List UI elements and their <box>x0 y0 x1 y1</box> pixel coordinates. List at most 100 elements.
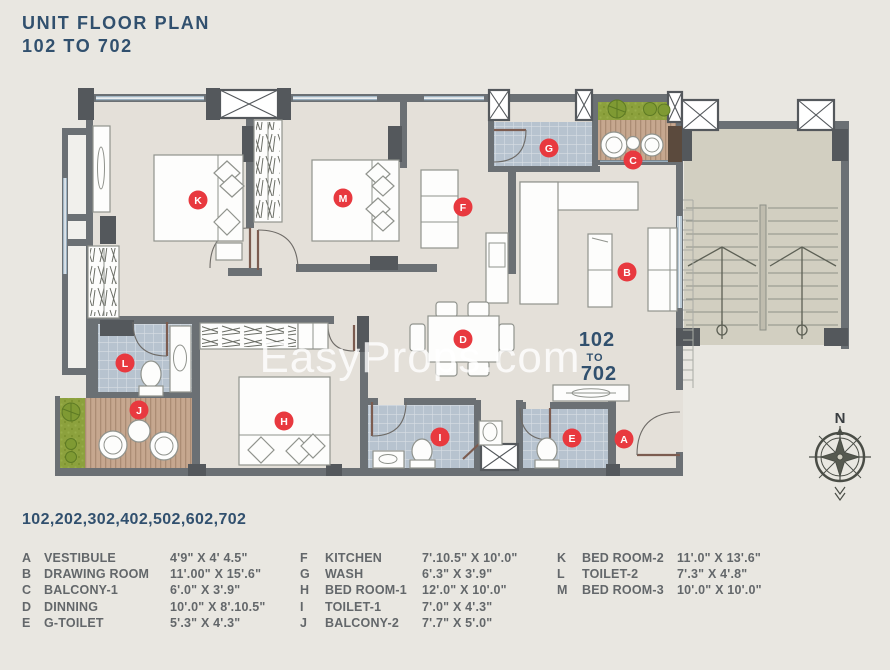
duct-box <box>487 88 511 122</box>
duct-box <box>574 88 594 122</box>
unit-number-bottom: 702 <box>581 363 617 385</box>
svg-text:J: J <box>136 405 142 417</box>
legend-row: D DINNING 10'.0" X 8'.10.5" <box>22 599 266 615</box>
wardrobe <box>199 322 329 350</box>
legend-key: C <box>22 583 32 598</box>
svg-text:K: K <box>194 195 202 207</box>
north-label: N <box>835 410 846 427</box>
duct-boxes <box>218 88 836 472</box>
legend-row: M BED ROOM-3 10'.0" X 10'.0" <box>557 582 762 598</box>
legend-key: J <box>300 615 308 630</box>
legend-room-name: WASH <box>325 567 364 582</box>
room-marker-drawing-room: B <box>617 262 637 282</box>
duct-box <box>796 98 836 132</box>
legend-room-size: 11'.00" X 15'.6" <box>170 567 262 582</box>
title-line1: UNIT FLOOR PLAN <box>22 13 210 33</box>
page-title: UNIT FLOOR PLAN 102 TO 702 <box>22 12 210 58</box>
legend-room-size: 12'.0" X 10'.0" <box>422 583 507 598</box>
gtoilet-fixtures <box>534 437 560 469</box>
legend-room-size: 10'.0" X 10'.0" <box>677 583 762 598</box>
legend-row: H BED ROOM-1 12'.0" X 10'.0" <box>300 582 518 598</box>
compass-rose: N <box>809 410 871 502</box>
legend-room-size: 6'.3" X 3'.9" <box>422 567 493 582</box>
legend-room-size: 7'.3" X 4'.8" <box>677 567 748 582</box>
legend-room-name: BED ROOM-3 <box>582 583 664 598</box>
room-marker-bedroom2: K <box>188 190 208 210</box>
svg-text:M: M <box>339 193 348 205</box>
unit-number-mid: TO <box>586 352 603 364</box>
legend-row: I TOILET-1 7'.0" X 4'.3" <box>300 599 518 615</box>
legend-room-name: BED ROOM-1 <box>325 583 407 598</box>
legend-key: I <box>300 599 304 614</box>
title-line2: 102 TO 702 <box>22 36 133 56</box>
legend-key: M <box>557 583 568 598</box>
balcony2-furniture <box>61 402 179 463</box>
svg-text:D: D <box>459 334 467 346</box>
legend-key: H <box>300 583 310 598</box>
duct-box <box>462 442 520 472</box>
drawing-room-furniture <box>519 181 678 312</box>
duct-box <box>218 88 280 120</box>
left-bay <box>68 135 86 368</box>
room-markers: A B C D E F G H I J K L M <box>115 138 643 449</box>
room-marker-toilet1: I <box>430 427 450 447</box>
legend-room-name: DINNING <box>44 599 99 614</box>
room-marker-kitchen: F <box>453 197 473 217</box>
dresser <box>92 125 111 213</box>
legend-key: D <box>22 599 32 614</box>
room-marker-dinning: D <box>453 329 473 349</box>
legend-room-name: VESTIBULE <box>44 551 116 566</box>
watermark: EasyProps.com <box>259 333 580 382</box>
doors <box>132 128 681 457</box>
main-entrance-door <box>636 411 681 457</box>
legend-room-size: 7'.7" X 5'.0" <box>422 615 493 630</box>
staircase <box>686 204 838 339</box>
windows <box>63 96 694 388</box>
room-marker-gtoilet: E <box>562 428 582 448</box>
duct-box <box>666 90 684 124</box>
room-marker-bedroom1: H <box>274 411 294 431</box>
wash-door <box>493 128 527 163</box>
toilet1-door <box>370 401 407 437</box>
svg-text:G: G <box>545 143 553 155</box>
kitchen-furniture <box>420 169 509 304</box>
legend-header: 102,202,302,402,502,602,702 <box>22 511 247 528</box>
bedroom2-furniture <box>87 125 245 319</box>
unit-number-label: 102 TO 702 <box>579 329 617 385</box>
legend-room-size: 11'.0" X 13'.6" <box>677 551 762 566</box>
toilet2-door <box>132 321 169 357</box>
legend-room-name: TOILET-1 <box>325 599 382 614</box>
legend-room-size: 7'.0" X 4'.3" <box>422 599 493 614</box>
wardrobe <box>87 245 120 319</box>
legend-room-name: KITCHEN <box>325 551 382 566</box>
svg-text:E: E <box>568 433 575 445</box>
legend-room-name: G-TOILET <box>44 615 104 630</box>
ledge-hatch <box>683 199 694 388</box>
legend-key: F <box>300 551 308 566</box>
legend-room-size: 7'.10.5" X 10'.0" <box>422 551 518 566</box>
legend-key: B <box>22 567 32 582</box>
svg-text:C: C <box>629 155 637 167</box>
legend-room-size: 10'.0" X 8'.10.5" <box>170 599 266 614</box>
svg-text:B: B <box>623 267 631 279</box>
bedroom3-door <box>256 229 299 271</box>
legend-room-size: 5'.3" X 4'.3" <box>170 615 241 630</box>
bedroom1-furniture <box>199 322 331 466</box>
room-marker-wash: G <box>539 138 559 158</box>
wardrobe <box>253 119 283 223</box>
room-marker-balcony1: C <box>623 150 643 170</box>
svg-text:L: L <box>122 358 129 370</box>
bedroom3-furniture <box>253 119 400 242</box>
wash-basin-counter <box>552 384 630 402</box>
floor-plan-canvas: EasyProps.com 102 TO 702 A B C D E F G H… <box>55 88 871 502</box>
legend-key: L <box>557 567 565 582</box>
wall-pillars <box>78 88 848 476</box>
